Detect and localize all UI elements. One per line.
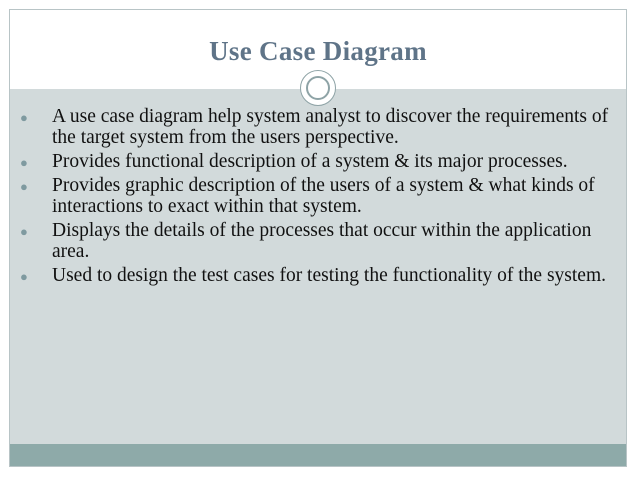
bullet-item: ● Provides graphic description of the us… xyxy=(18,175,618,217)
bullet-text: A use case diagram help system analyst t… xyxy=(52,106,609,148)
content-area xyxy=(10,88,626,444)
bullet-item: ● Displays the details of the processes … xyxy=(18,220,618,262)
bullet-icon: ● xyxy=(20,179,28,194)
bullet-text: Provides functional description of a sys… xyxy=(52,151,568,172)
bullet-item: ● Used to design the test cases for test… xyxy=(18,265,618,286)
circle-ornament-icon xyxy=(300,70,336,106)
bullet-text: Displays the details of the processes th… xyxy=(52,220,592,262)
bullet-text: Provides graphic description of the user… xyxy=(52,175,595,217)
bullet-item: ● Provides functional description of a s… xyxy=(18,151,618,172)
circle-ornament-inner xyxy=(306,76,330,100)
bullet-icon: ● xyxy=(20,269,28,284)
bullet-icon: ● xyxy=(20,155,28,170)
bullet-text: Used to design the test cases for testin… xyxy=(52,265,607,286)
slide-title: Use Case Diagram xyxy=(209,36,427,66)
footer-bar xyxy=(10,444,626,466)
bullet-list: ● A use case diagram help system analyst… xyxy=(18,106,618,289)
bullet-icon: ● xyxy=(20,224,28,239)
bullet-icon: ● xyxy=(20,110,28,125)
bullet-item: ● A use case diagram help system analyst… xyxy=(18,106,618,148)
